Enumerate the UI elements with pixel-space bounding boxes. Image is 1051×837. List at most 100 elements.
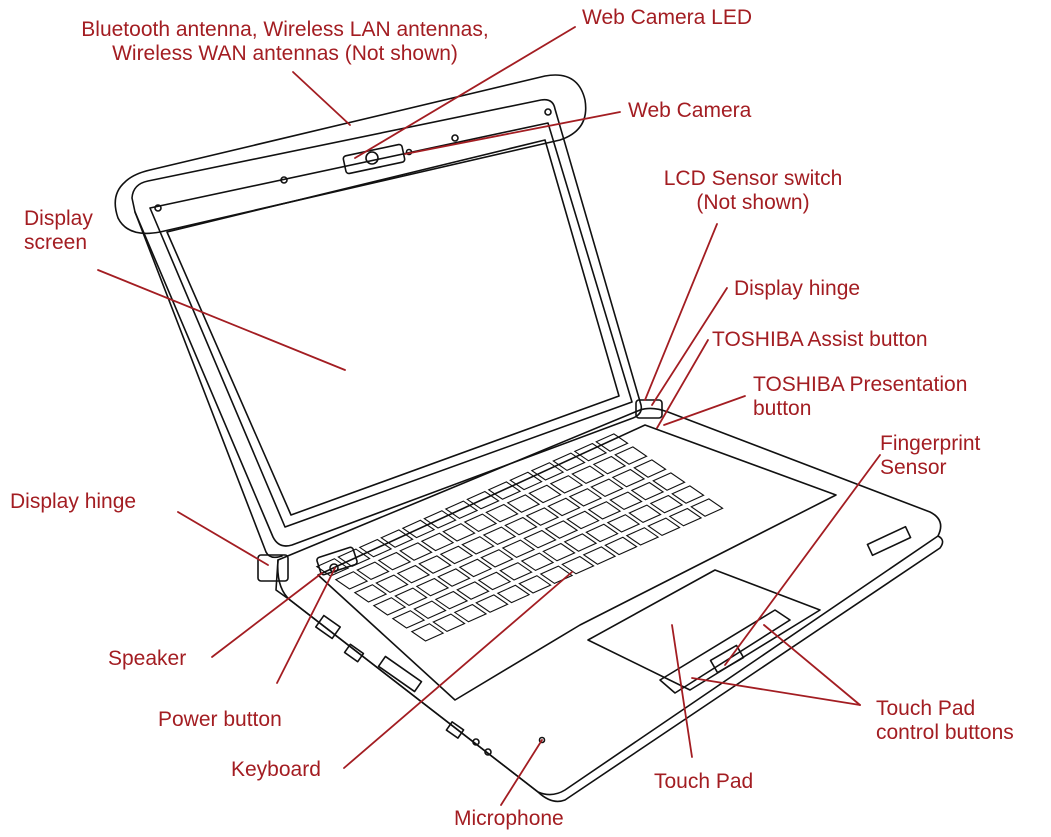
keyboard-key — [571, 465, 605, 485]
keyboard-key — [590, 478, 624, 498]
keyboard-key — [372, 597, 407, 616]
keyboard-key — [649, 494, 684, 514]
label-display-hinge-right: Display hinge — [734, 277, 861, 300]
keyboard-key — [525, 507, 560, 526]
port-vga — [314, 614, 342, 640]
keyboard-key — [566, 510, 600, 530]
label-speaker: Speaker — [108, 647, 187, 670]
keyboard-key — [561, 555, 595, 575]
label-display-hinge-left: Display hinge — [10, 490, 137, 513]
keyboard-key — [609, 491, 643, 511]
microphone-hole — [538, 736, 546, 744]
label-power-button: Power button — [158, 708, 282, 731]
port-jack-1 — [472, 738, 480, 746]
keyboard-key — [391, 610, 426, 629]
bezel-screw-1 — [154, 204, 162, 212]
keyboard-key — [504, 516, 538, 536]
leader-touch-pad-buttons-2 — [763, 624, 861, 706]
keyboard-key — [528, 484, 562, 504]
keyboard-key — [437, 568, 471, 587]
keyboard-key — [633, 459, 667, 478]
keyboard-key — [542, 542, 576, 562]
web-camera-lens — [365, 151, 379, 165]
label-touch-pad: Touch Pad — [654, 770, 754, 793]
keyboard-key — [358, 538, 393, 558]
leader-antennas — [292, 71, 351, 126]
keyboard-key — [444, 500, 479, 520]
keyboard-key — [439, 545, 474, 565]
leader-display-hinge-left — [177, 511, 269, 566]
leader-power — [276, 567, 336, 684]
keyboard-key — [463, 513, 498, 533]
keyboard-key — [453, 603, 488, 623]
keyboard-key — [611, 468, 646, 488]
keyboard-key — [539, 565, 574, 585]
leader-display-screen — [97, 269, 346, 371]
keyboard-key — [401, 519, 436, 539]
label-microphone: Microphone — [454, 807, 564, 830]
web-camera-housing — [342, 143, 406, 175]
keyboard-key — [394, 587, 428, 607]
keyboard-keys — [315, 433, 724, 642]
keyboard-key — [625, 527, 660, 546]
keyboard-key — [595, 433, 629, 452]
display-lid — [131, 98, 643, 547]
keyboard-key — [520, 552, 555, 572]
keyboard-key — [668, 507, 703, 527]
keyboard-key — [523, 529, 557, 549]
label-presentation-button: TOSHIBA Presentation button — [753, 373, 968, 420]
keyboard-key — [434, 590, 469, 610]
display-bezel — [149, 122, 633, 528]
leader-touch-pad — [671, 624, 693, 758]
keyboard-key — [485, 503, 519, 523]
keyboard-key — [413, 600, 447, 620]
keyboard-key — [337, 548, 371, 568]
keyboard-key — [604, 536, 638, 556]
leader-web-camera — [404, 111, 621, 155]
keyboard-key — [396, 564, 431, 584]
label-display-screen: Display screen — [24, 207, 93, 254]
keyboard-key — [487, 481, 522, 500]
keyboard-key — [415, 577, 450, 597]
keyboard-key — [549, 475, 584, 494]
keyboard-key — [544, 520, 579, 539]
label-assist-button: TOSHIBA Assist button — [712, 328, 928, 351]
fingerprint-sensor — [709, 644, 745, 674]
keyboard-key — [547, 497, 581, 517]
keyboard-key — [563, 533, 598, 552]
leader-speaker — [211, 572, 323, 658]
keyboard-key — [377, 551, 412, 571]
keyboard-key — [587, 501, 622, 520]
keyboard-key — [552, 452, 586, 472]
hinge-left — [257, 554, 289, 582]
label-fingerprint-sensor: Fingerprint Sensor — [880, 432, 981, 479]
touch-pad-buttons — [659, 609, 791, 694]
keyboard-key — [582, 546, 617, 565]
keyboard-key — [315, 558, 350, 577]
keyboard-key — [480, 549, 514, 568]
keyboard-key — [375, 574, 409, 594]
keyboard-key — [420, 532, 455, 552]
keyboard-key — [499, 562, 533, 581]
keyboard-key — [592, 455, 627, 475]
leader-touch-pad-buttons-1 — [691, 677, 861, 706]
keyboard-key — [671, 485, 705, 504]
leader-keyboard — [343, 571, 573, 769]
keyboard-key — [466, 490, 500, 510]
keyboard-key — [475, 594, 509, 613]
antenna-highlight — [114, 74, 587, 235]
keyboard-key — [628, 504, 662, 524]
label-lcd-sensor-switch: LCD Sensor switch (Not shown) — [663, 167, 843, 214]
label-keyboard: Keyboard — [231, 758, 321, 781]
keyboard-area — [317, 424, 837, 701]
keyboard-key — [418, 555, 452, 574]
vent — [377, 655, 423, 693]
leader-display-hinge-right — [651, 287, 728, 406]
keyboard-key — [334, 571, 369, 590]
bezel-screw-3 — [451, 134, 459, 142]
leader-lcd-sensor — [644, 223, 718, 401]
keyboard-key — [458, 558, 493, 578]
label-web-camera: Web Camera — [628, 99, 752, 122]
keyboard-key — [461, 536, 495, 555]
